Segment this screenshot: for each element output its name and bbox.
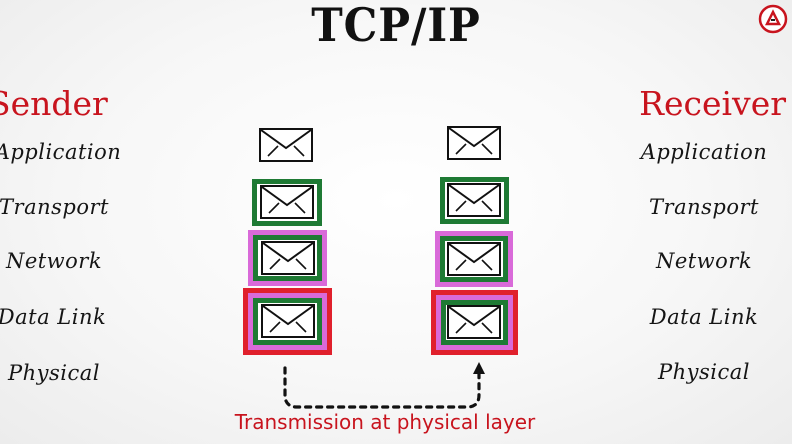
receiver-layer-data-link: Data Link bbox=[649, 305, 759, 329]
sender-transport-envelope bbox=[252, 179, 322, 226]
receiver-layer-network: Network bbox=[655, 249, 753, 273]
envelope-icon bbox=[447, 305, 501, 339]
envelope-icon bbox=[261, 241, 315, 275]
envelope-icon bbox=[259, 128, 313, 162]
sender-layer-physical: Physical bbox=[7, 361, 101, 385]
sender-layer-data-link: Data Link bbox=[0, 305, 107, 329]
envelope-icon bbox=[447, 242, 501, 276]
envelope-icon bbox=[447, 183, 501, 217]
sender-data-link-envelope bbox=[243, 288, 332, 355]
sender-heading: Sender bbox=[0, 84, 108, 123]
logo-icon bbox=[758, 4, 788, 34]
receiver-layer-physical: Physical bbox=[657, 360, 751, 384]
envelope-icon bbox=[261, 304, 315, 338]
sender-layer-transport: Transport bbox=[0, 195, 109, 219]
receiver-data-link-envelope bbox=[431, 290, 518, 355]
sender-layer-application: Application bbox=[0, 140, 122, 164]
receiver-application-envelope bbox=[447, 126, 501, 160]
receiver-transport-envelope bbox=[440, 177, 509, 224]
sender-network-envelope bbox=[248, 230, 327, 286]
transmission-arrow bbox=[283, 362, 485, 409]
sender-application-envelope bbox=[259, 128, 313, 162]
receiver-layer-transport: Transport bbox=[649, 195, 759, 219]
envelope-icon bbox=[447, 126, 501, 160]
receiver-network-envelope bbox=[435, 231, 513, 287]
receiver-heading: Receiver bbox=[639, 84, 786, 123]
sender-layer-network: Network bbox=[5, 249, 103, 273]
envelope-icon bbox=[260, 185, 314, 219]
transmission-caption: Transmission at physical layer bbox=[234, 410, 536, 434]
receiver-layer-application: Application bbox=[640, 140, 768, 164]
page-title: TCP/IP bbox=[311, 0, 481, 52]
